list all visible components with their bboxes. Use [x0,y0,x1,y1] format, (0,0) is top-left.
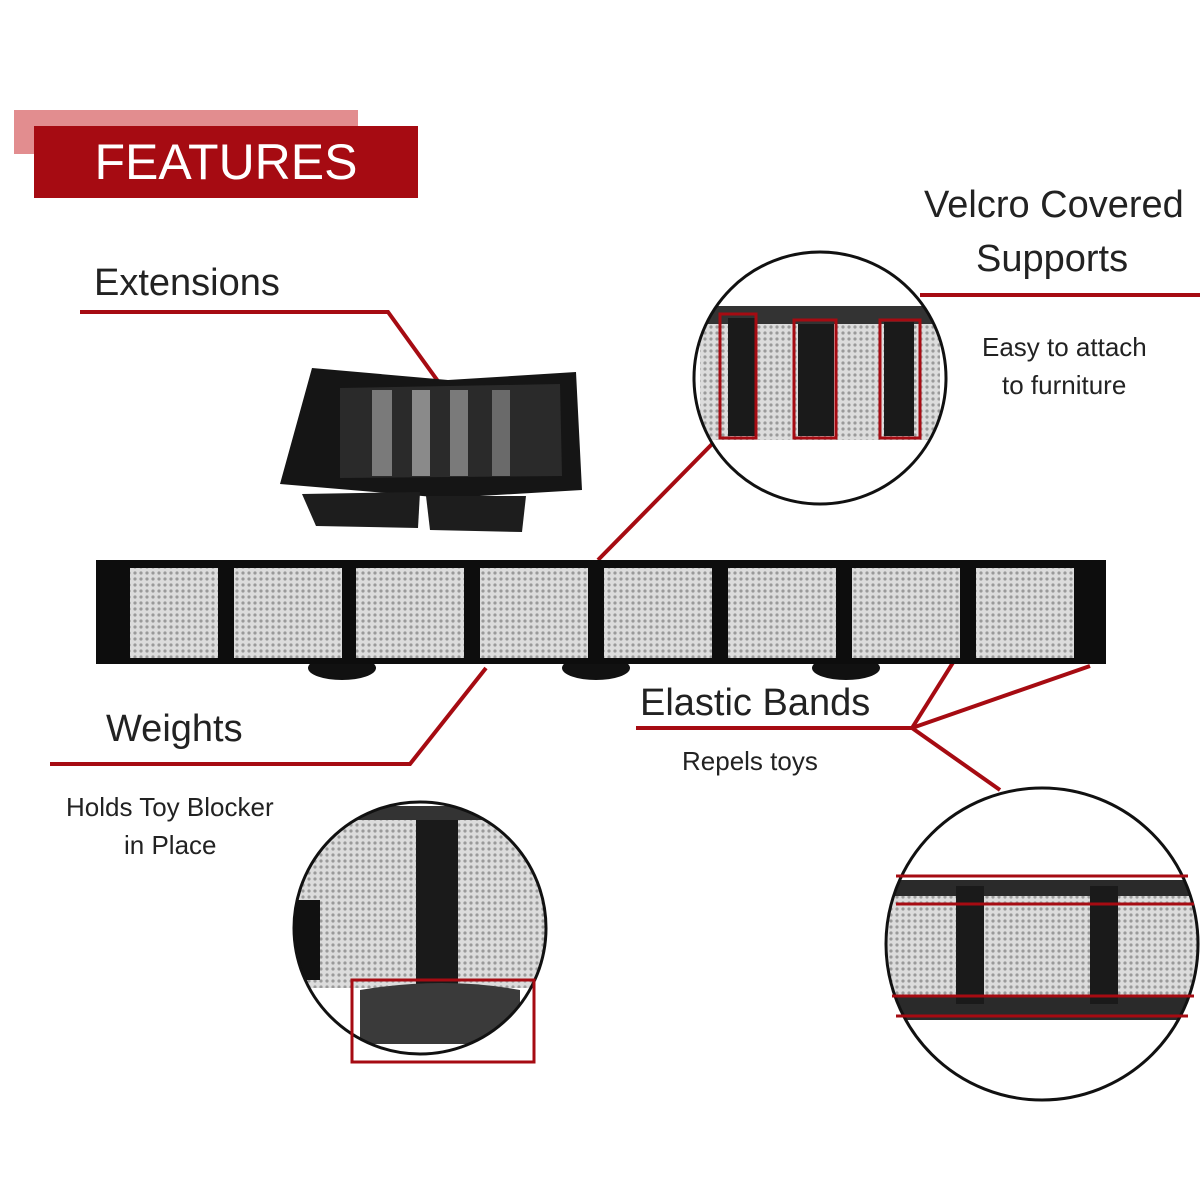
elastic-callout-circle [884,786,1200,1102]
elastic-desc: Repels toys [682,746,818,776]
weights-desc-line2: in Place [124,830,217,860]
weights-title: Weights [106,708,243,750]
extensions-title: Extensions [94,262,280,304]
elastic-title: Elastic Bands [640,682,871,724]
extensions-image [280,368,582,532]
velcro-pointer-line [596,436,720,562]
velcro-callout-circle [692,250,948,506]
leader-lines [50,293,1200,792]
extensions-leader [80,310,442,386]
elastic-pointer-3 [910,726,1002,792]
velcro-desc-line1: Easy to attach [982,332,1147,362]
elastic-pointer-2 [911,664,1091,730]
features-title: FEATURES [94,134,358,190]
main-toy-blocker [96,560,1106,680]
weights-callout-circle [292,800,548,1064]
velcro-title-line2: Supports [976,238,1129,280]
velcro-title-line1: Velcro Covered [924,184,1184,226]
velcro-desc-line2: to furniture [1002,370,1127,400]
features-banner [34,126,418,198]
weights-desc-line1: Holds Toy Blocker [66,792,274,822]
weights-leader [50,666,488,766]
